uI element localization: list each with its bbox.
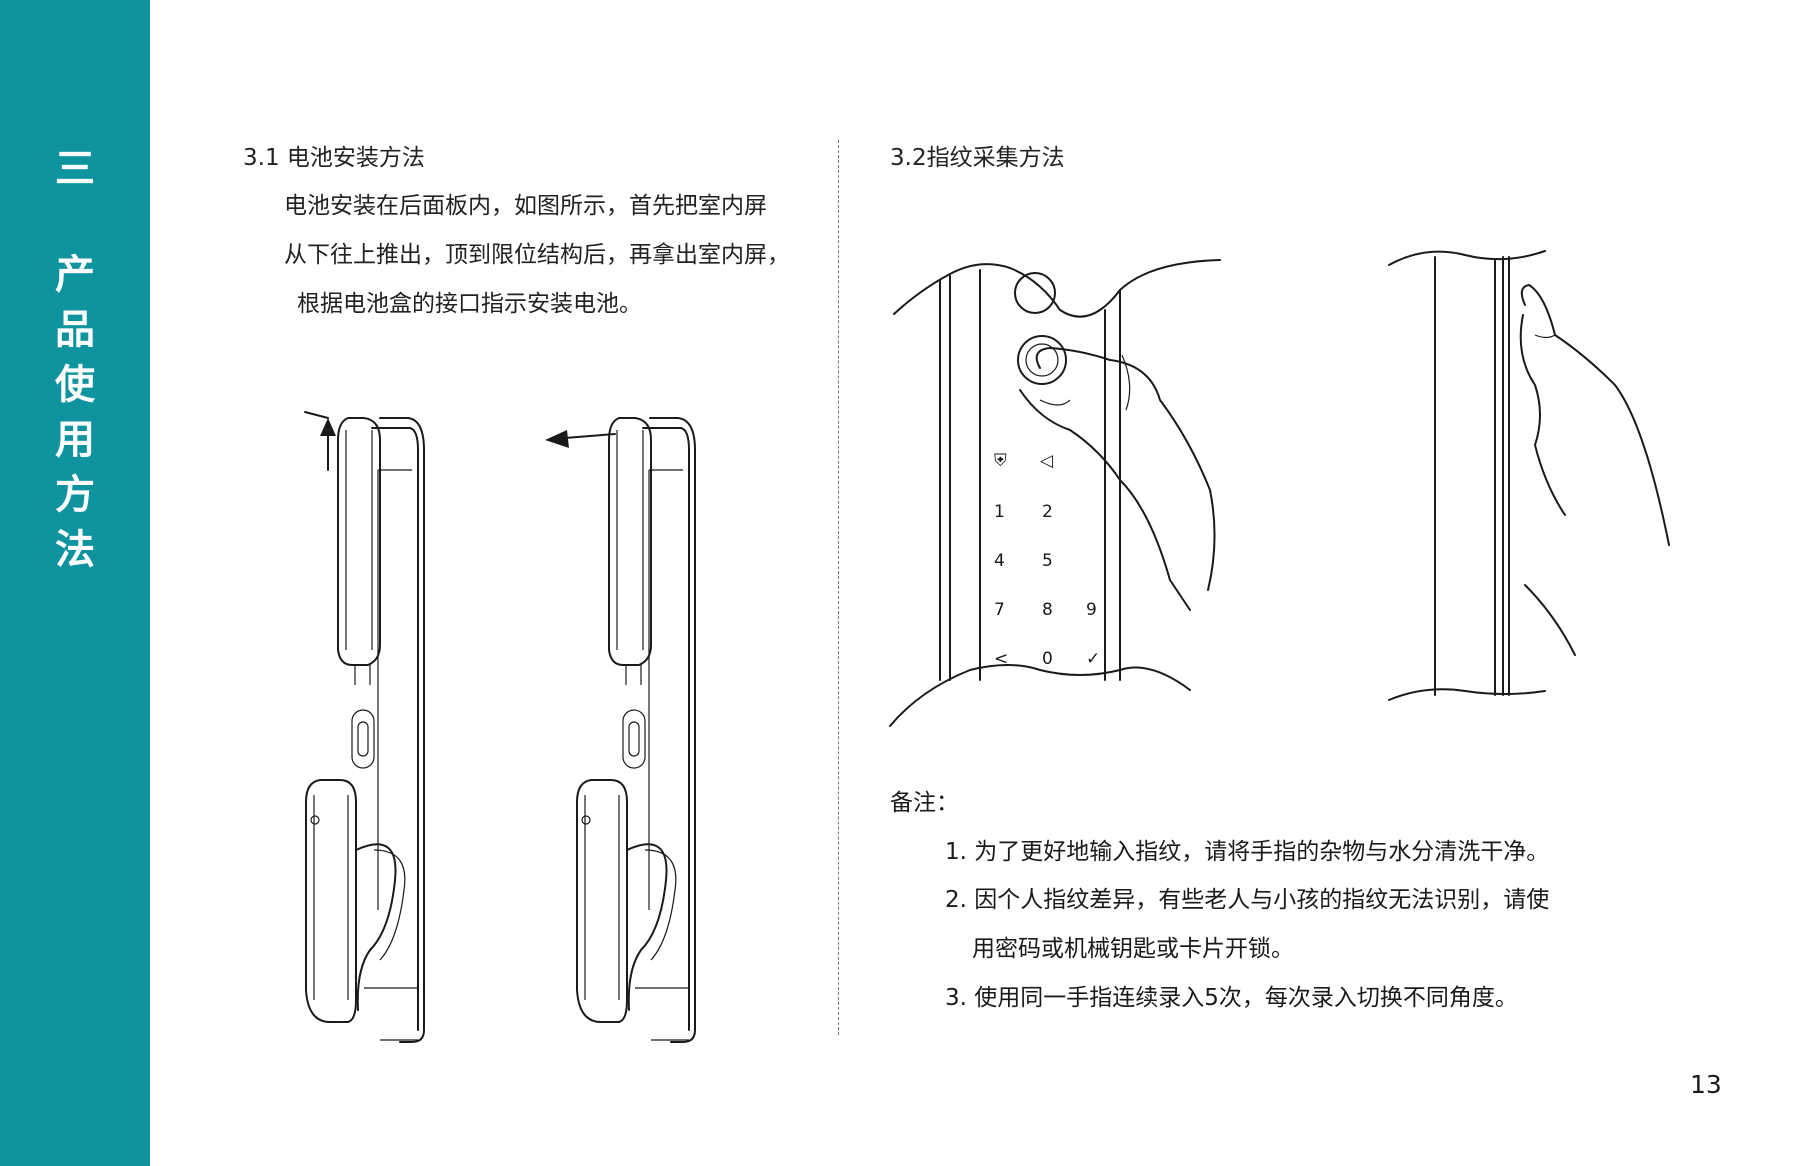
chapter-title-char: 方 — [55, 472, 95, 518]
keypad-key: 7 — [994, 600, 1005, 620]
battery-text-line: 从下往上推出，顶到限位结构后，再拿出室内屏， — [284, 242, 790, 268]
keypad-key: 9 — [1086, 600, 1097, 620]
arrow-up-head — [320, 418, 336, 436]
battery-step-pull-out-illustration — [545, 417, 696, 1043]
note-item: 用密码或机械钥匙或卡片开锁。 — [972, 936, 1294, 962]
arrow-up-icon — [304, 411, 329, 419]
keypad-key: 5 — [1042, 551, 1053, 571]
battery-text-line: 电池安装在后面板内，如图所示，首先把室内屏 — [284, 193, 767, 219]
shield-icon: ⛨ — [994, 451, 1007, 471]
speaker-icon: ◁ — [1040, 451, 1054, 471]
fingerprint-front-illustration: ⛨ ◁ 1 2 4 5 7 8 9 < 0 ✓ — [889, 259, 1221, 727]
battery-step-push-up-illustration — [304, 411, 425, 1043]
chapter-title-char: 产 — [55, 252, 95, 298]
note-item: 1. 为了更好地输入指纹，请将手指的杂物与水分清洗干净。 — [945, 839, 1550, 865]
battery-section-title: 3.1 电池安装方法 — [243, 145, 425, 171]
keypad-key: ✓ — [1086, 649, 1100, 669]
keypad-key: 2 — [1042, 502, 1053, 522]
column-divider — [838, 140, 839, 1035]
chapter-title-char: 用 — [55, 417, 95, 463]
notes-title: 备注： — [890, 790, 959, 816]
keypad-key: 4 — [994, 551, 1005, 571]
chapter-title-char: 使 — [55, 362, 95, 408]
keypad-key: 8 — [1042, 600, 1053, 620]
arrow-left-icon — [545, 430, 569, 448]
page-number: 13 — [1690, 1070, 1722, 1099]
fingerprint-section-title: 3.2指纹采集方法 — [890, 145, 1065, 171]
chapter-title-char: 品 — [55, 307, 95, 353]
note-item: 2. 因个人指纹差异，有些老人与小孩的指纹无法识别，请使 — [945, 887, 1550, 913]
fingerprint-sensor-icon — [1017, 335, 1067, 385]
chapter-title: 产 品 使 用 方 法 — [0, 248, 150, 578]
arrow-left-shaft — [564, 433, 616, 439]
note-item: 3. 使用同一手指连续录入5次，每次录入切换不同角度。 — [945, 985, 1518, 1011]
keypad-key: < — [994, 649, 1008, 669]
chapter-title-char: 法 — [55, 527, 95, 573]
battery-text-line: 根据电池盒的接口指示安装电池。 — [297, 291, 642, 317]
keypad-key: 1 — [994, 502, 1005, 522]
chapter-sidebar: 三 产 品 使 用 方 法 — [0, 0, 150, 1166]
fingerprint-side-illustration — [1388, 250, 1670, 701]
keypad-key: 0 — [1042, 649, 1053, 669]
chapter-number: 三 — [55, 146, 95, 192]
